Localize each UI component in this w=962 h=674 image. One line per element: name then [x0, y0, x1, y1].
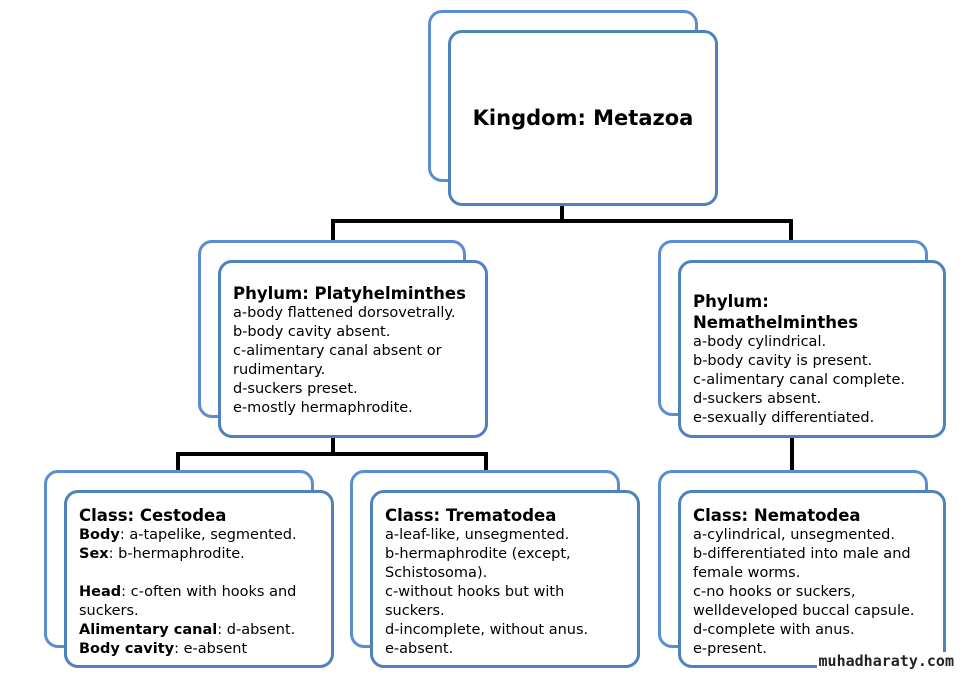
nemathelminthes-line: b-body cavity is present. [693, 353, 873, 369]
nemathelminthes-line: d-suckers absent. [693, 391, 822, 407]
cestodea-label: Alimentary canal [79, 622, 218, 638]
cestodea-row-body: Body: a-tapelike, segmented. [79, 526, 323, 545]
cestodea-text: : e-absent [174, 641, 248, 657]
nematodea-line: d-complete with anus. [693, 622, 855, 638]
nematodea-line: c-no hooks or suckers, [693, 584, 856, 600]
platyhelminthes-line: c-alimentary canal absent or [233, 343, 442, 359]
cestodea-spacer [79, 564, 323, 583]
platyhelminthes-line: a-body flattened dorsovetrally. [233, 305, 456, 321]
trematodea-line: Schistosoma). [385, 565, 488, 581]
platyhelminthes-box: Phylum: Platyhelminthes a-body flattened… [218, 260, 488, 438]
trematodea-title: Class: Trematodea [385, 506, 557, 525]
trematodea-line: suckers. [385, 603, 445, 619]
platyhelminthes-line: e-mostly hermaphrodite. [233, 400, 413, 416]
nemathelminthes-line: c-alimentary canal complete. [693, 372, 906, 388]
cestodea-row-sex: Sex: b-hermaphrodite. [79, 545, 323, 564]
connector-nematodea [790, 436, 794, 492]
nematodea-line: e-present. [693, 641, 767, 657]
cestodea-text: : d-absent. [217, 622, 296, 638]
cestodea-row-alimentary: Alimentary canal: d-absent. [79, 621, 323, 640]
cestodea-text: : c-often with hooks and [121, 584, 297, 600]
trematodea-line: a-leaf-like, unsegmented. [385, 527, 570, 543]
cestodea-text: : b-hermaphrodite. [108, 546, 245, 562]
cestodea-box: Class: Cestodea Body: a-tapelike, segmen… [64, 490, 334, 668]
nematodea-box: Class: Nematodea a-cylindrical, unsegmen… [678, 490, 946, 668]
watermark: muhadharaty.com [816, 652, 956, 670]
cestodea-row-cavity: Body cavity: e-absent [79, 640, 323, 659]
trematodea-box: Class: Trematodea a-leaf-like, unsegment… [370, 490, 640, 668]
connector-class-horizontal [176, 452, 488, 456]
cestodea-row-head: Head: c-often with hooks and [79, 583, 323, 602]
platyhelminthes-line: rudimentary. [233, 362, 326, 378]
nematodea-line: a-cylindrical, unsegmented. [693, 527, 895, 543]
nematodea-line: welldeveloped buccal capsule. [693, 603, 915, 619]
kingdom-box: Kingdom: Metazoa [448, 30, 718, 206]
cestodea-text: suckers. [79, 603, 139, 619]
nemathelminthes-box: Phylum: Nemathelminthes a-body cylindric… [678, 260, 946, 438]
trematodea-line: d-incomplete, without anus. [385, 622, 589, 638]
nematodea-line: female worms. [693, 565, 801, 581]
connector-platy-down [331, 436, 335, 454]
trematodea-line: c-without hooks but with [385, 584, 565, 600]
cestodea-text: : a-tapelike, segmented. [119, 527, 297, 543]
nemathelminthes-line: e-sexually differentiated. [693, 410, 875, 426]
platyhelminthes-line: d-suckers preset. [233, 381, 358, 397]
connector-kingdom-down [560, 204, 564, 222]
trematodea-line: e-absent. [385, 641, 454, 657]
cestodea-label: Head [79, 584, 122, 600]
trematodea-line: b-hermaphrodite (except, [385, 546, 571, 562]
cestodea-label: Body [79, 527, 120, 543]
nemathelminthes-title: Phylum: Nemathelminthes [693, 292, 859, 332]
nemathelminthes-line: a-body cylindrical. [693, 334, 827, 350]
cestodea-label: Sex [79, 546, 109, 562]
kingdom-title: Kingdom: Metazoa [472, 105, 694, 130]
cestodea-label: Body cavity [79, 641, 175, 657]
platyhelminthes-title: Phylum: Platyhelminthes [233, 284, 466, 303]
cestodea-row-head-cont: suckers. [79, 602, 323, 621]
nematodea-line: b-differentiated into male and [693, 546, 911, 562]
connector-top-horizontal [331, 219, 791, 223]
platyhelminthes-line: b-body cavity absent. [233, 324, 391, 340]
cestodea-title: Class: Cestodea [79, 506, 227, 525]
nematodea-title: Class: Nematodea [693, 506, 861, 525]
